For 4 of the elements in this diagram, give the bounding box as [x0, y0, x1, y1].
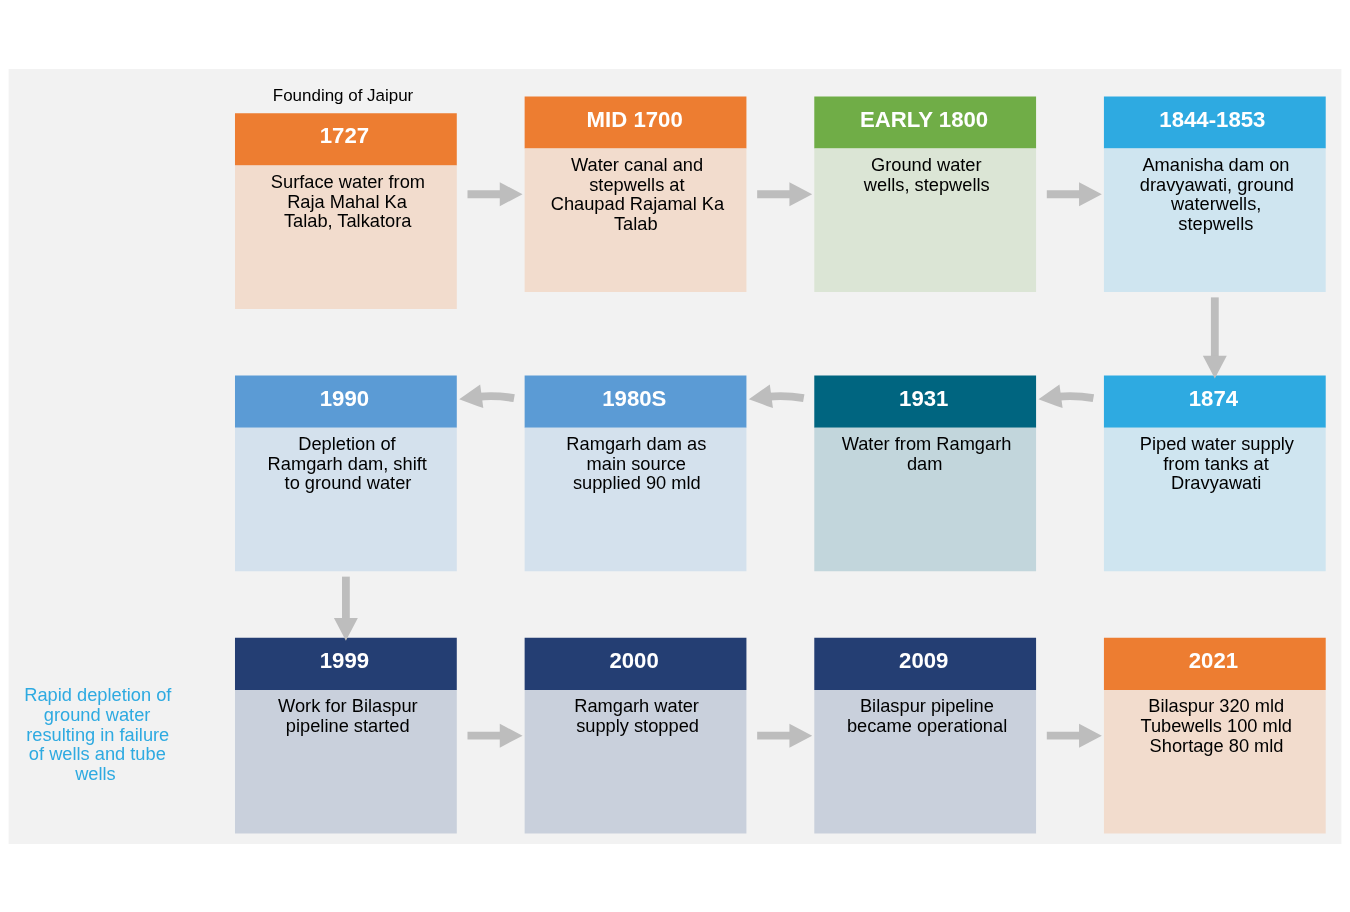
- node-label: Founding of Jaipur: [272, 85, 414, 105]
- arrow: [748, 383, 805, 408]
- label: Rapid depletion of ground water resulting in failure of wells and tube wells: [24, 683, 172, 784]
- arrow: [1038, 383, 1095, 408]
